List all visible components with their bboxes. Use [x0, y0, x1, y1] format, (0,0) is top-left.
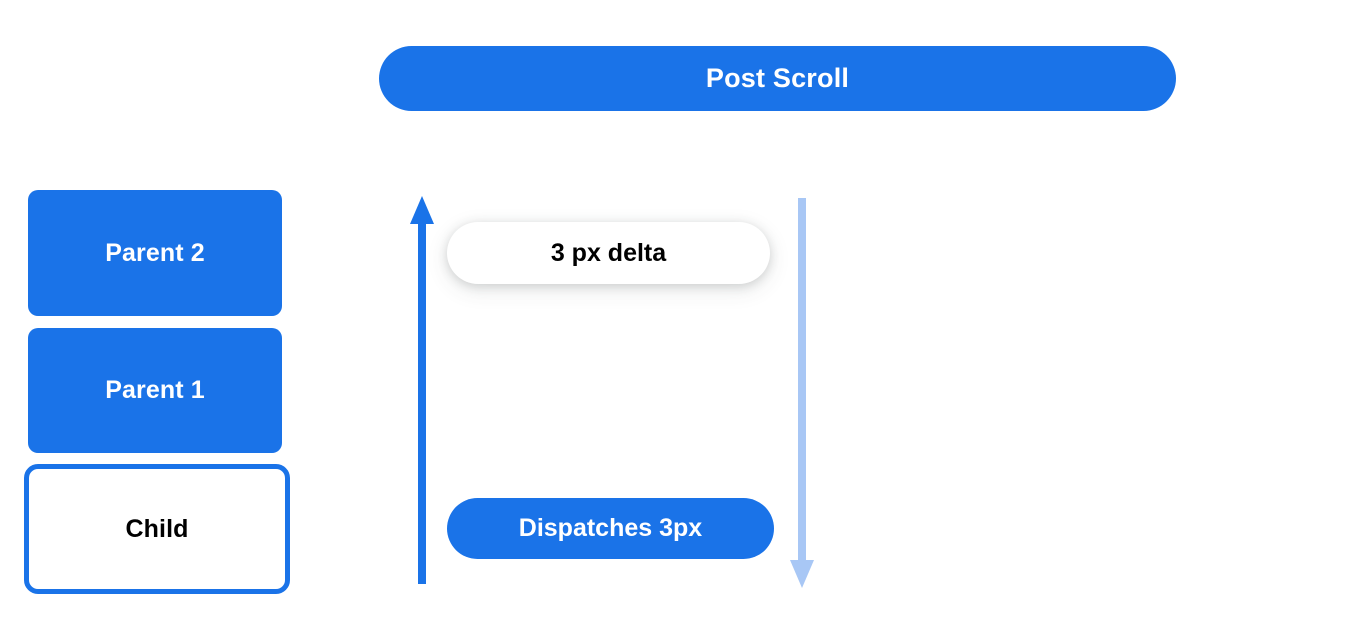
annotation-dispatches-label: Dispatches 3px — [518, 514, 703, 542]
node-parent-2-label: Parent 2 — [105, 238, 205, 267]
scroll-down-arrow-icon — [788, 194, 816, 590]
annotation-delta-label: 3 px delta — [550, 238, 667, 267]
node-child: Child — [24, 464, 290, 594]
annotation-dispatches-pill: Dispatches 3px — [447, 498, 774, 559]
annotation-delta-pill: 3 px delta — [447, 222, 770, 284]
scroll-up-arrow-icon — [408, 194, 436, 586]
node-parent-1-label: Parent 1 — [105, 376, 205, 404]
node-child-label: Child — [125, 514, 189, 543]
node-parent-2: Parent 2 — [28, 190, 282, 316]
post-scroll-banner: Post Scroll — [379, 46, 1176, 111]
post-scroll-banner-label: Post Scroll — [705, 63, 850, 93]
node-parent-1: Parent 1 — [28, 328, 282, 453]
